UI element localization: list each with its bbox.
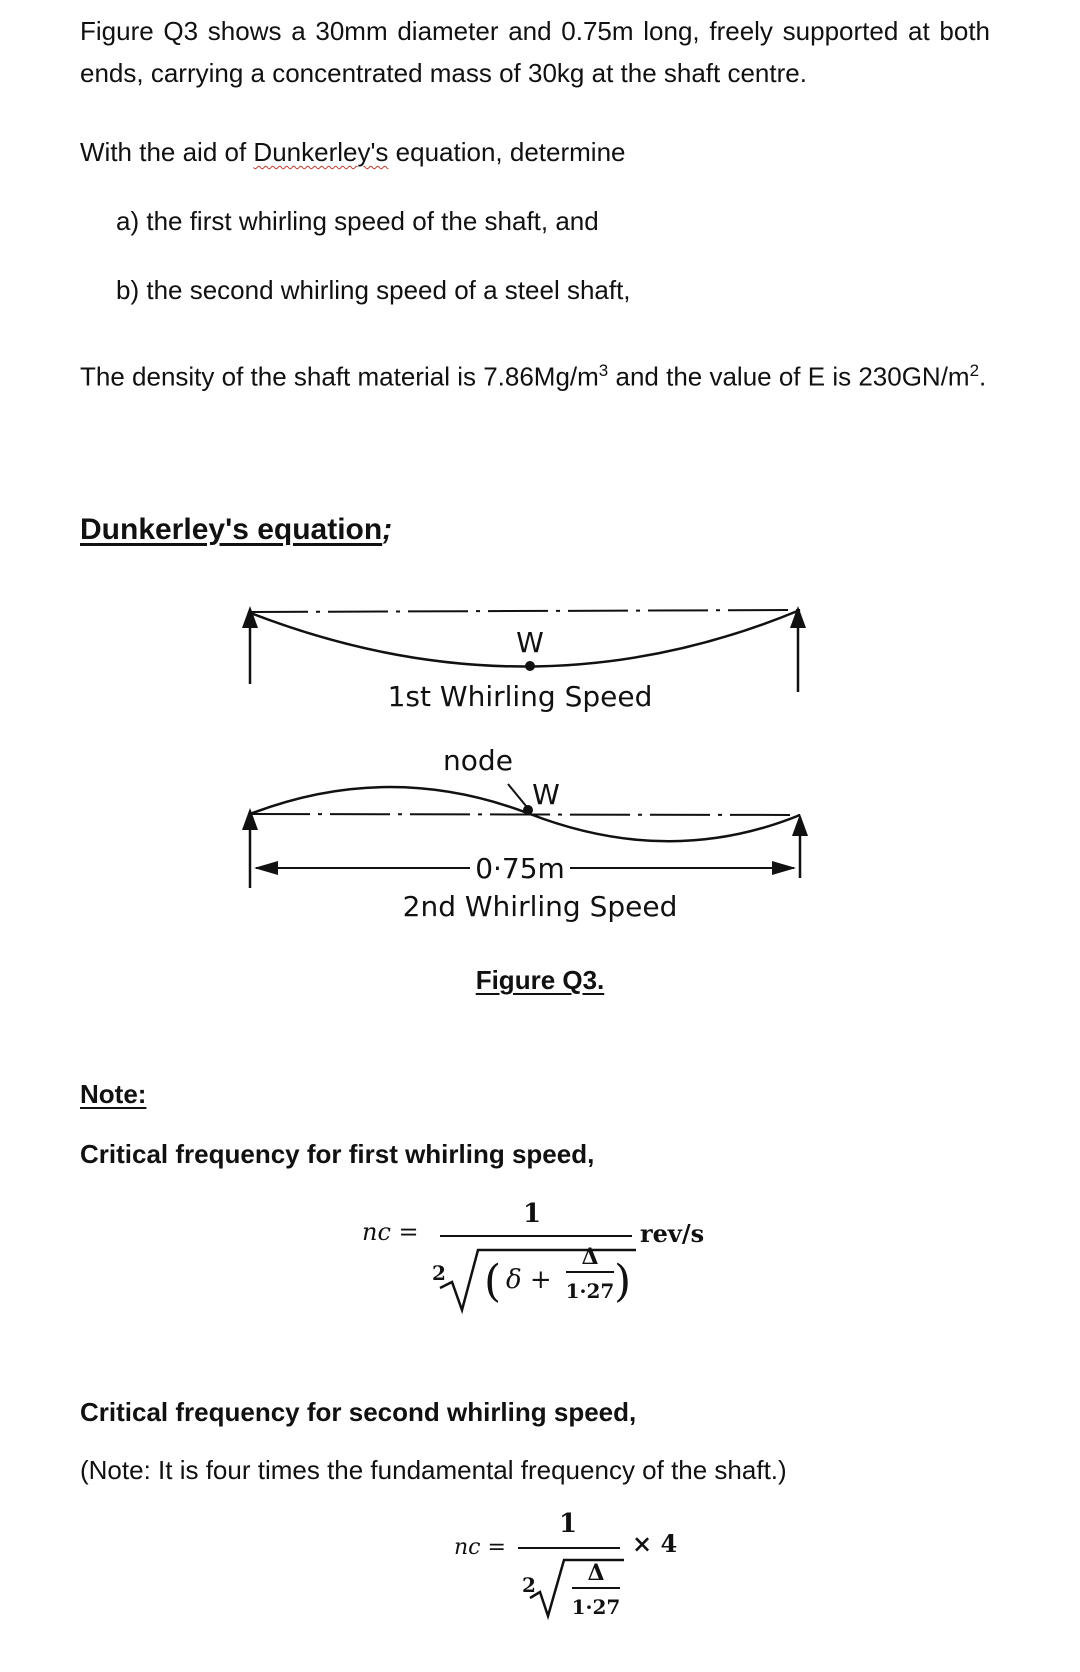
modulus-end: . [979, 361, 987, 392]
second-mode-diagram: node W 0·75m 2nd Whirling Speed [242, 744, 808, 923]
figure-caption: Figure Q3. [0, 962, 1080, 998]
density-sup: 3 [598, 361, 609, 380]
eq1-frac-bottom: 1·27 [566, 1279, 615, 1303]
eq2-radical [529, 1558, 624, 1621]
eq1-frac-top: Δ [581, 1244, 598, 1270]
eq2-lhs: nc = [454, 1535, 506, 1560]
right-support-arrowhead-1 [790, 606, 806, 628]
aid-line: With the aid of Dunkerley's equation, de… [80, 134, 625, 170]
load-label-1: W [516, 626, 544, 659]
first-frequency-label: Critical frequency for first whirling sp… [80, 1139, 595, 1169]
load-point-2 [523, 805, 533, 815]
density-paragraph: The density of the shaft material is 7.8… [80, 350, 990, 398]
speed-1-label: 1st Whirling Speed [388, 680, 653, 713]
second-mode-centerline [249, 813, 801, 816]
eq1-root-index: 2 [432, 1261, 446, 1285]
section-heading-punct: ; [382, 513, 393, 546]
question-intro: Figure Q3 shows a 30mm diameter and 0.75… [80, 16, 990, 88]
aid-suffix: equation, determine [388, 137, 626, 167]
eq1-paren-close: ) [614, 1256, 631, 1307]
figure-q3-diagram: W 1st Whirling Speed node W 0·75m 2nd Wh… [242, 606, 808, 923]
right-support-arrowhead-2 [792, 814, 808, 836]
load-label-2: W [532, 778, 560, 811]
eq2-frac-bottom: 1·27 [572, 1595, 621, 1619]
section-heading-text: Dunkerley's equation [80, 513, 383, 546]
node-label: node [443, 744, 513, 777]
eq2-numerator: 1 [559, 1509, 577, 1539]
dimension-arrowhead-left [254, 861, 278, 875]
second-frequency-label: Critical frequency for second whirling s… [80, 1397, 637, 1427]
second-frequency-note: (Note: It is four times the fundamental … [80, 1455, 787, 1485]
eq1-paren-open: ( [484, 1256, 501, 1307]
length-label: 0·75m [475, 852, 565, 885]
part-b: b) the second whirling speed of a steel … [116, 275, 631, 305]
eq1-radical [439, 1248, 636, 1315]
eq1-unit: rev/s [640, 1219, 704, 1248]
eq2-multiplier: × 4 [632, 1529, 677, 1558]
density-mid: and the value of E is 230GN/m [608, 361, 970, 392]
node-pointer [507, 783, 527, 807]
eq1-delta: δ + [506, 1265, 552, 1295]
modulus-sup: 2 [969, 361, 980, 380]
density-text: The density of the shaft material is 7.8… [80, 361, 599, 392]
note-title: Note: [80, 1076, 146, 1112]
eq1-numerator: 1 [523, 1199, 541, 1229]
part-a: a) the first whirling speed of the shaft… [116, 206, 599, 236]
eq1-lhs: nc = [362, 1218, 419, 1246]
dimension-arrowhead-right [772, 861, 796, 875]
left-support-arrowhead-1 [242, 606, 258, 628]
speed-2-label: 2nd Whirling Speed [403, 890, 678, 923]
aid-prefix: With the aid of [80, 137, 254, 167]
dunkerley-name: Dunkerley's [253, 137, 389, 167]
section-heading: Dunkerley's equation; [80, 510, 392, 550]
eq2-frac-top: Δ [587, 1560, 604, 1586]
left-support-arrowhead-2 [242, 808, 258, 830]
first-mode-diagram: W 1st Whirling Speed [242, 606, 806, 713]
eq2-root-index: 2 [522, 1573, 536, 1597]
first-mode-centerline [247, 609, 801, 613]
figure-caption-text: Figure Q3. [475, 965, 605, 995]
note-title-text: Note: [80, 1079, 147, 1109]
load-point-1 [525, 661, 535, 671]
